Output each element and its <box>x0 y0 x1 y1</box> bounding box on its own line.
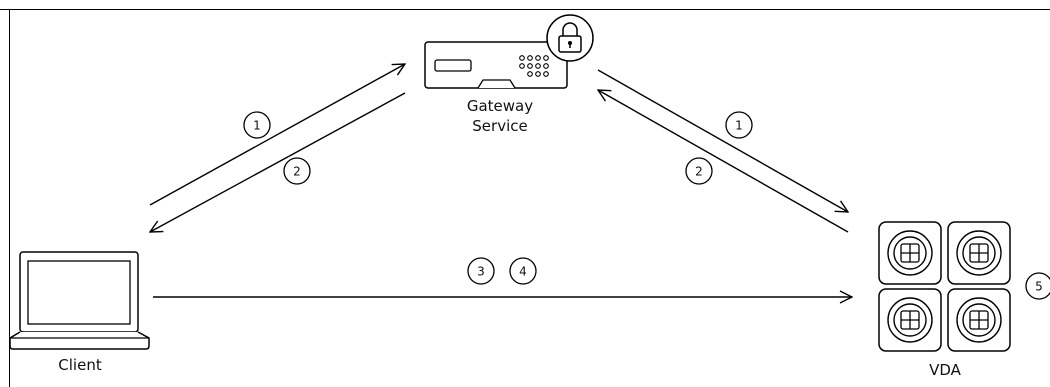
arrow-client-to-gateway <box>149 64 405 206</box>
frame-top-border <box>0 9 1050 10</box>
windows-logo-icon <box>878 221 942 285</box>
step-marker-1-left: 1 <box>243 111 271 139</box>
svg-text:2: 2 <box>293 165 301 179</box>
windows-logo-icon <box>878 288 942 352</box>
gateway-label-line1: Gateway <box>466 97 534 115</box>
step-marker-4: 4 <box>509 257 537 285</box>
svg-text:5: 5 <box>1035 280 1043 294</box>
vda-cluster <box>878 221 1011 352</box>
arrow-gateway-to-client <box>150 92 406 232</box>
step-marker-2-right: 2 <box>685 157 713 185</box>
vda-label: VDA <box>929 361 961 379</box>
laptop-icon <box>9 251 150 350</box>
gateway-label-line2: Service <box>472 117 528 135</box>
windows-logo-icon <box>947 221 1011 285</box>
arrow-gateway-to-vda <box>597 69 848 212</box>
gateway-appliance-icon <box>424 41 568 89</box>
step-marker-3: 3 <box>467 257 495 285</box>
step-marker-1-right: 1 <box>725 111 753 139</box>
frame-left-border <box>9 9 10 387</box>
lock-icon <box>546 14 594 62</box>
client-label: Client <box>58 356 102 374</box>
gateway-label: Gateway Service <box>455 96 545 136</box>
windows-logo-icon <box>947 288 1011 352</box>
svg-text:2: 2 <box>695 165 703 179</box>
svg-text:3: 3 <box>477 265 485 279</box>
arrow-vda-to-gateway <box>598 90 849 233</box>
svg-text:1: 1 <box>253 119 261 133</box>
step-marker-2-left: 2 <box>283 157 311 185</box>
step-marker-5: 5 <box>1025 272 1050 300</box>
svg-text:1: 1 <box>735 119 743 133</box>
svg-text:4: 4 <box>519 265 527 279</box>
